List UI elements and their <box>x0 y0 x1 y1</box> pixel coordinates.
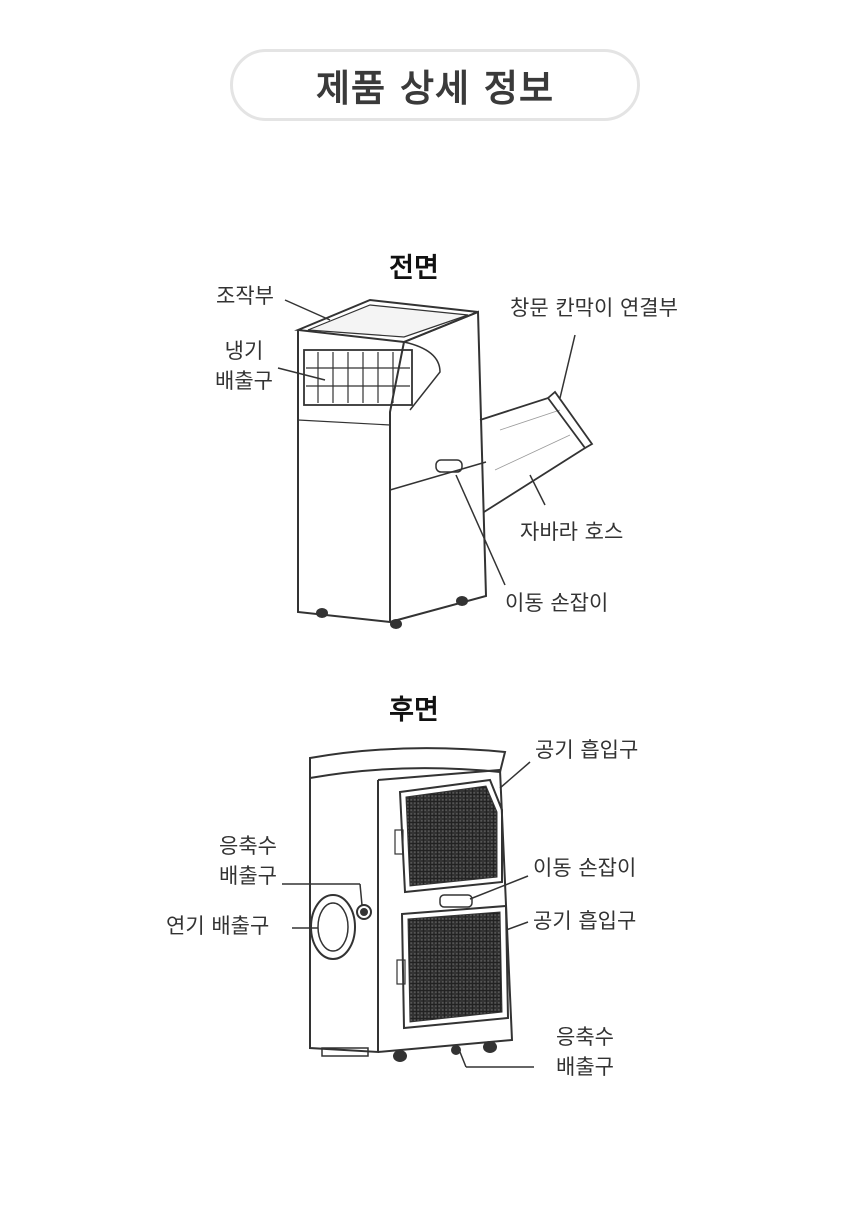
label-control-panel: 조작부 <box>216 284 274 308</box>
label-front-handle: 이동 손잡이 <box>505 591 609 615</box>
label-condensate-lower: 응축수 배출구 <box>556 1025 614 1079</box>
label-air-intake-bottom: 공기 흡입구 <box>533 909 637 933</box>
front-view-title: 전면 <box>389 253 439 284</box>
front-leader-lines <box>277 299 576 586</box>
front-unit-drawing <box>294 298 488 629</box>
hose-drawing <box>479 390 594 513</box>
label-smoke-outlet: 연기 배출구 <box>166 914 270 938</box>
label-cooling-outlet: 냉기 배출구 <box>215 339 273 393</box>
label-rear-handle: 이동 손잡이 <box>533 856 637 880</box>
label-condensate-upper: 응축수 배출구 <box>219 834 277 888</box>
rear-unit-drawing <box>309 747 514 1062</box>
rear-leader-lines <box>282 761 534 1068</box>
label-hose: 자바라 호스 <box>520 520 624 544</box>
rear-view-title: 후면 <box>389 695 439 726</box>
label-window-kit: 창문 칸막이 연결부 <box>510 296 678 320</box>
page-title: 제품 상세 정보 <box>230 49 640 121</box>
label-air-intake-top: 공기 흡입구 <box>535 738 639 762</box>
